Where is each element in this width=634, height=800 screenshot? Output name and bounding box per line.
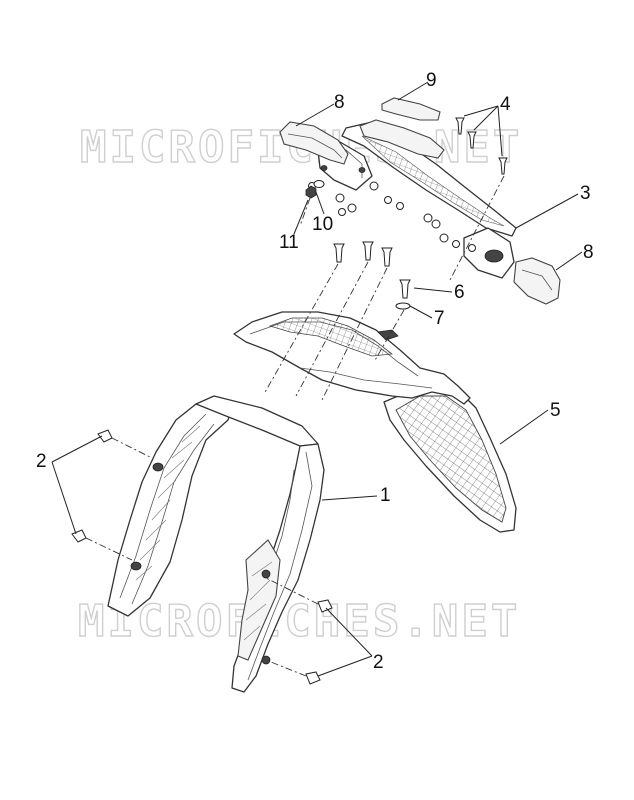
callout-2-left: 2 [36,451,47,472]
watermark-bottom: MICROFICHES.NET [78,596,520,647]
callout-9: 9 [426,70,437,91]
callout-5: 5 [550,400,561,421]
callout-1: 1 [380,485,391,506]
callout-2-bottom: 2 [373,652,384,673]
callout-3: 3 [580,183,591,204]
part-1-front-fender [107,395,325,693]
callout-6: 6 [454,282,465,303]
leader-lines [51,81,583,677]
callout-7: 7 [434,308,445,329]
callout-labels: 1 2 2 3 4 5 6 7 8 8 9 10 11 [36,70,594,673]
part-9-plate [359,97,445,159]
part-10-washer [313,180,325,188]
callout-8-top: 8 [334,92,345,113]
cowl-screws [333,241,393,267]
screws-4 [455,117,508,175]
upper-cowl [233,311,471,405]
callout-8-right: 8 [583,242,594,263]
part-11-nut [305,185,317,199]
part-5-grille [383,387,517,533]
assembly-lines [85,175,505,677]
part-6-screw [399,279,411,299]
part-7-washer [395,302,411,310]
callout-10: 10 [312,214,333,235]
callout-4: 4 [500,94,511,115]
part-8-pad-right [513,257,561,305]
callout-11: 11 [279,232,299,253]
part-8-pad-left [279,121,349,165]
